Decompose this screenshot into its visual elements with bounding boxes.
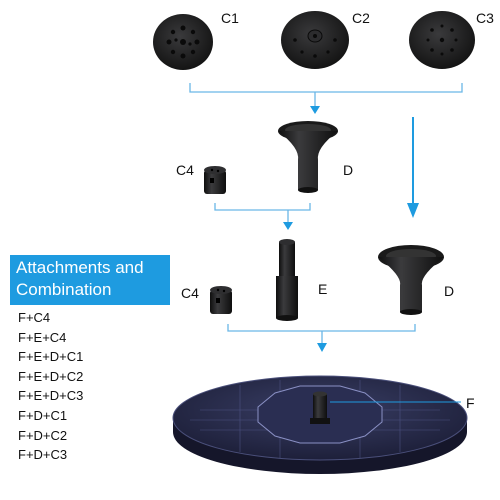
arrow-down-icon [310,106,320,114]
label-d-top: D [343,162,354,178]
arrow-down-icon [283,222,293,230]
attachments-heading-line2: Combination [16,280,112,299]
label-c2: C2 [352,10,370,26]
label-c4-top: C4 [176,162,194,178]
list-item: F+D+C2 [18,427,68,443]
list-item: F+E+D+C3 [18,388,84,404]
list-item: F+D+C1 [18,407,68,423]
arrow-down-icon [317,343,327,352]
extension-tube-e [276,239,298,321]
connector-bottom [227,324,416,343]
nozzle-c3 [409,11,475,69]
combination-list: F+C4 F+E+C4 F+E+D+C1 F+E+D+C2 F+E+D+C3 F… [18,308,83,465]
funnel-d-top [278,121,338,193]
attachments-heading: Attachments and Combination [10,255,170,305]
nozzle-c2 [281,11,349,69]
nozzle-c1 [153,14,213,70]
label-c1: C1 [221,10,239,26]
solar-panel-f [172,375,468,474]
list-item: F+D+C3 [18,447,68,463]
funnel-d-bottom [378,245,444,315]
arrow-down-icon [407,203,419,218]
attachments-heading-line1: Attachments and [16,258,144,277]
connector-middle [214,203,311,222]
list-item: F+E+D+C1 [18,349,84,365]
label-d-bottom: D [444,283,455,299]
label-f: F [466,395,475,411]
connector-top [189,83,463,106]
label-c4-bottom: C4 [181,285,199,301]
nozzle-c4-bottom [210,286,232,314]
list-item: F+C4 [18,310,51,325]
list-item: F+E+D+C2 [18,368,84,384]
nozzle-c4-top [204,166,226,194]
label-c3: C3 [476,10,494,26]
list-item: F+E+C4 [18,329,67,345]
label-e: E [318,281,328,297]
